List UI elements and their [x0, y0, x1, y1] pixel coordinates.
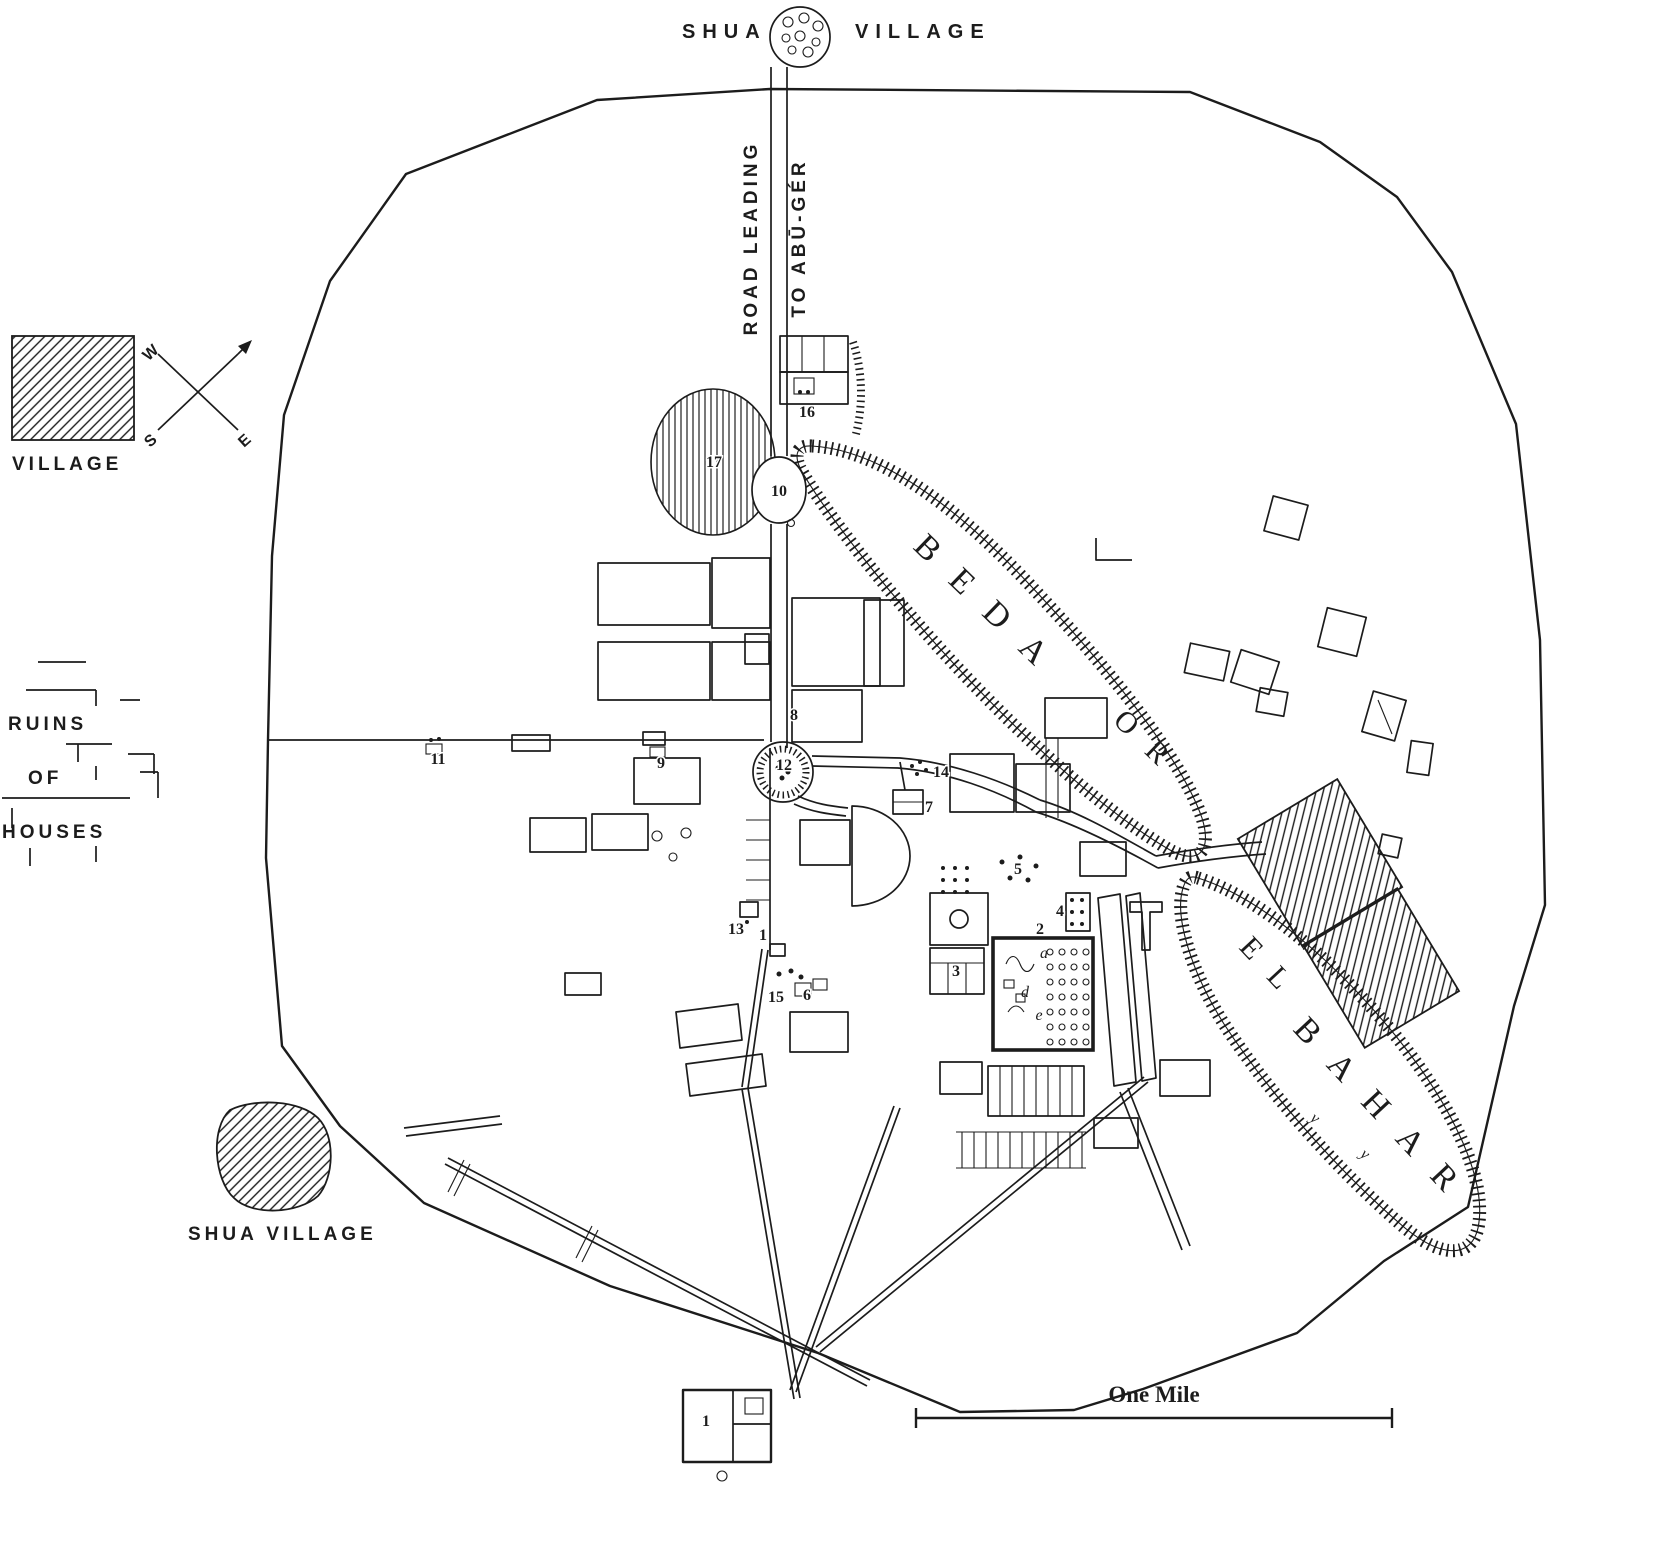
building-16-block — [779, 335, 849, 405]
road-bank-hachure — [849, 340, 865, 435]
marker-15: 15 — [768, 989, 784, 1006]
village-swatch — [11, 335, 135, 441]
plan-letter-a: a — [1040, 945, 1048, 962]
ruins-word-1: RUINS — [8, 714, 87, 735]
marker-1-building: 1 — [702, 1413, 710, 1430]
or-label: OR — [1107, 703, 1192, 786]
open-space-10 — [751, 456, 807, 528]
building-1-detail — [681, 1388, 773, 1482]
plan-letter-e: e — [1035, 1007, 1042, 1024]
legend-village: VILLAGE — [11, 335, 135, 475]
mosque-complex — [991, 936, 1095, 1052]
shua-village-blob: SHUA VILLAGE — [188, 1101, 377, 1245]
hatched-mound — [1301, 887, 1461, 1049]
road-label-right: TO ABŪ-GÉR — [788, 158, 810, 317]
marker-4: 4 — [1056, 903, 1064, 920]
marker-14: 14 — [933, 764, 949, 781]
marker-2: 2 — [1036, 921, 1044, 938]
road-label-left: ROAD LEADING — [741, 141, 762, 336]
interior-roads — [268, 738, 1267, 1251]
village-circle-icon — [769, 6, 831, 68]
marker-10: 10 — [771, 483, 787, 500]
marker-3: 3 — [952, 963, 960, 980]
compass-west: W — [140, 341, 163, 364]
marker-8: 8 — [790, 707, 798, 724]
compass-east: E — [235, 431, 255, 451]
southern-roads — [403, 948, 1149, 1400]
ruins-word-2: OF — [28, 768, 62, 789]
scale-bar: One Mile — [914, 1382, 1394, 1428]
ruins-word-3: HOUSES — [2, 822, 106, 843]
marker-13: 13 — [728, 921, 744, 938]
marker-7: 7 — [925, 799, 933, 816]
marsh-mark: y — [1305, 1108, 1323, 1128]
well-12 — [752, 741, 814, 803]
marker-12: 12 — [776, 757, 792, 774]
marker-16: 16 — [799, 404, 815, 421]
legend-ruins-of-houses: RUINS OF HOUSES — [2, 661, 159, 866]
plan-letters: a d e — [1021, 945, 1048, 1024]
legend-village-label: VILLAGE — [12, 454, 122, 475]
shua-top-label: SHUA — [682, 21, 767, 43]
compass-rose: W S E — [140, 340, 255, 451]
marker-1-town: 1 — [759, 927, 767, 944]
road-to-abu-ger: ROAD LEADING TO ABŪ-GÉR — [741, 67, 865, 950]
marker-11: 11 — [430, 751, 445, 768]
town-buildings — [425, 557, 1211, 1169]
scale-label: One Mile — [1108, 1382, 1199, 1407]
marker-9: 9 — [657, 755, 665, 772]
north-arrow-icon — [238, 340, 252, 354]
village-top-label: VILLAGE — [855, 21, 991, 43]
compass-south: S — [141, 431, 161, 451]
eastern-ruins — [1095, 495, 1461, 1049]
plan-letter-d: d — [1021, 984, 1030, 1001]
marsh-mark: y — [1355, 1144, 1373, 1164]
site-numbers: 1 1 2 3 4 5 6 7 8 9 10 11 12 13 14 15 16… — [429, 403, 1066, 1432]
shua-village-label: SHUA VILLAGE — [188, 1224, 377, 1245]
shua-village-symbol-top: SHUA VILLAGE — [682, 6, 991, 68]
marker-6: 6 — [803, 987, 811, 1004]
marker-17: 17 — [706, 454, 722, 471]
marker-5: 5 — [1014, 861, 1022, 878]
town-wall — [264, 87, 1547, 1414]
t-shaped-building — [1129, 901, 1163, 951]
